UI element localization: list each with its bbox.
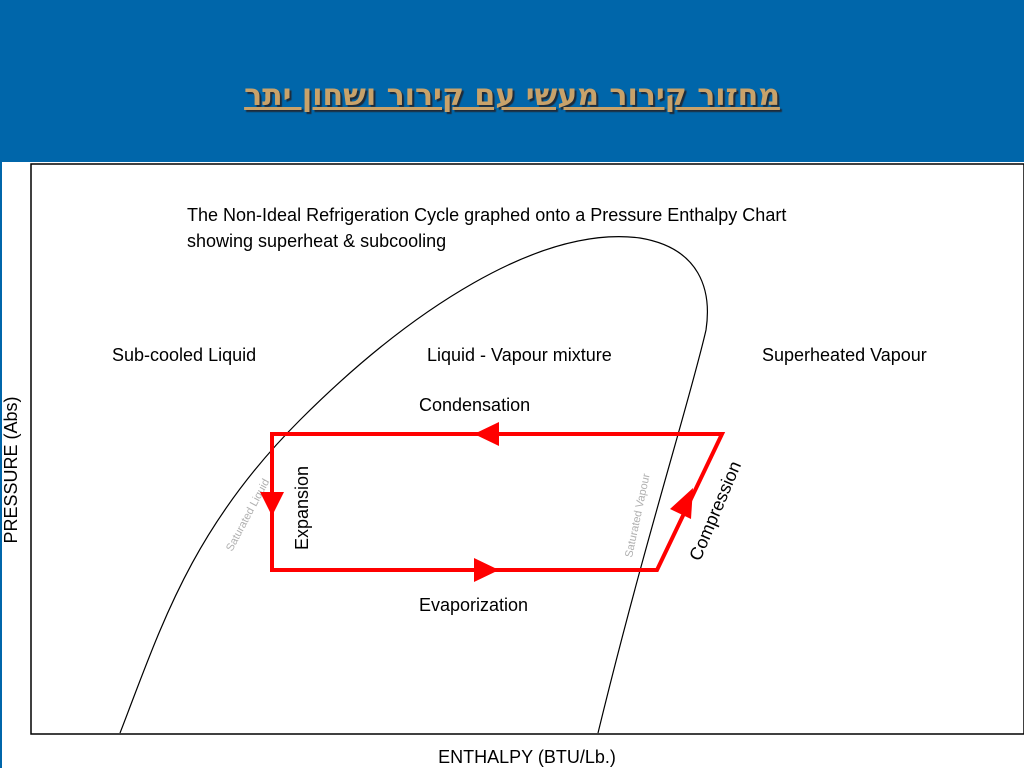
saturation-dome-curve	[119, 236, 708, 734]
y-axis-label: PRESSURE (Abs)	[1, 396, 21, 543]
refrigeration-cycle-path	[270, 432, 726, 572]
condensation-arrow	[474, 422, 499, 446]
saturated-liquid-label: Saturated Liquid	[224, 477, 272, 553]
evaporization-label: Evaporization	[419, 595, 528, 615]
slide-header: מחזור קירור מעשי עם קירור ושחון יתר	[0, 0, 1024, 160]
region-mixture-label: Liquid - Vapour mixture	[427, 345, 612, 365]
region-superheated-label: Superheated Vapour	[762, 345, 927, 365]
diagram-description-line2: showing superheat & subcooling	[187, 231, 446, 251]
diagram-description-line1: The Non-Ideal Refrigeration Cycle graphe…	[187, 205, 786, 225]
x-axis-label: ENTHALPY (BTU/Lb.)	[438, 747, 616, 767]
expansion-arrow	[260, 492, 284, 516]
expansion-label: Expansion	[292, 466, 312, 550]
left-border-strip	[0, 162, 2, 768]
condensation-label: Condensation	[419, 395, 530, 415]
compression-label: Compression	[685, 458, 745, 563]
slide-title: מחזור קירור מעשי עם קירור ושחון יתר	[244, 78, 780, 113]
saturated-vapour-label: Saturated Vapour	[623, 472, 653, 558]
plot-frame	[30, 163, 1024, 735]
evaporization-arrow	[474, 558, 499, 582]
compression-arrow	[670, 488, 693, 519]
region-subcooled-label: Sub-cooled Liquid	[112, 345, 256, 365]
